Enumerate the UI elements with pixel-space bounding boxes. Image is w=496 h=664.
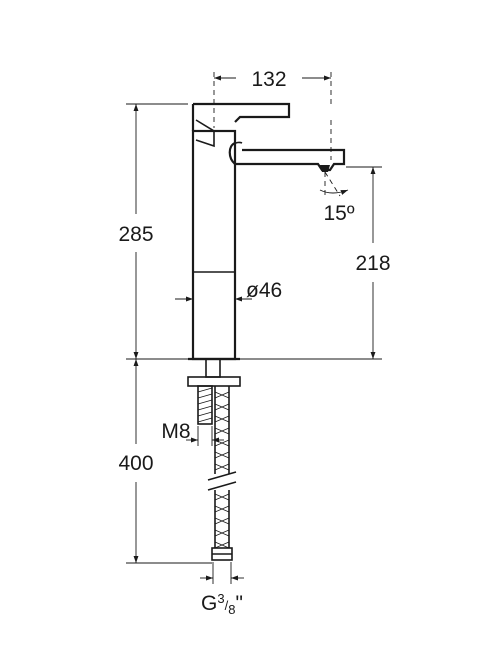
hose-length-label: 400	[118, 452, 153, 475]
spout-height-label: 218	[355, 252, 390, 275]
body-height-label: 285	[118, 223, 153, 246]
dimension-thread: M8	[161, 420, 224, 446]
dimension-spout-height: 218	[240, 166, 391, 360]
body-diameter-label: ø46	[246, 279, 282, 302]
dimension-body-height: 285	[118, 103, 188, 360]
spout	[228, 141, 346, 172]
connection-label: G3/8"	[201, 591, 243, 617]
dimension-body-diameter: ø46	[175, 279, 282, 302]
thread-pattern	[197, 387, 213, 423]
faucet-body	[188, 129, 240, 361]
thread-label: M8	[161, 420, 190, 443]
lever-handle	[191, 102, 291, 148]
dimension-spout-angle: 15º	[319, 171, 355, 225]
spout-angle-label: 15º	[323, 202, 354, 225]
dimension-hose-length: 400	[118, 359, 212, 564]
braided-hose	[207, 386, 237, 561]
dimension-spout-reach: 132	[213, 68, 332, 160]
dimension-connection: G3/8"	[200, 562, 244, 617]
hose-braid-pattern	[214, 391, 230, 549]
spout-reach-label: 132	[251, 68, 286, 91]
mounting-assembly	[187, 358, 241, 425]
